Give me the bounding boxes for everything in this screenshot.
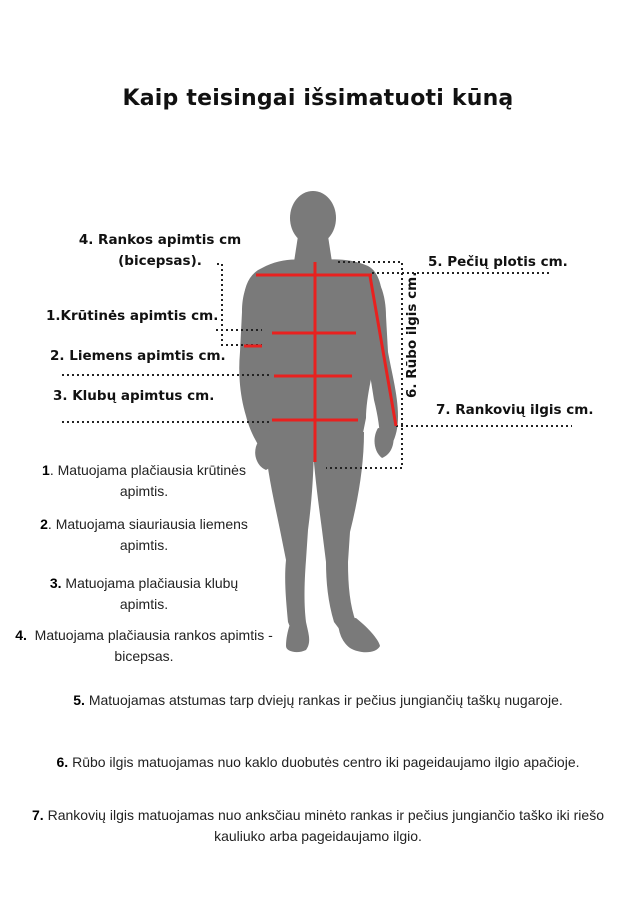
note-text: Matuojama plačiausia rankos apimtis - bi… bbox=[34, 627, 273, 664]
page-title: Kaip teisingai išsimatuoti kūną bbox=[122, 86, 514, 111]
note-number: 7. bbox=[32, 807, 44, 823]
note-number: 5. bbox=[73, 692, 85, 708]
note-7: 7. Rankovių ilgis matuojamas nuo anksčia… bbox=[20, 805, 616, 847]
length-leader-line bbox=[326, 261, 403, 469]
note-number: 1 bbox=[42, 462, 50, 478]
label-hips: 3. Klubų apimtus cm. bbox=[53, 388, 215, 404]
label-arm-line2: (bicepsas). bbox=[118, 253, 202, 269]
note-text: Matuojama plačiausia klubų apimtis. bbox=[65, 575, 239, 612]
measurement-lines bbox=[244, 262, 398, 462]
label-sleeve-length: 7. Rankovių ilgis cm. bbox=[436, 402, 594, 418]
note-1: 1. Matuojama plačiausia krūtinės apimtis… bbox=[42, 462, 246, 499]
note-number: 4. bbox=[15, 627, 27, 643]
note-text: Rūbo ilgis matuojamas nuo kaklo duobutės… bbox=[72, 754, 580, 770]
note-text: Rankovių ilgis matuojamas nuo anksčiau m… bbox=[47, 807, 604, 844]
note-number: 3. bbox=[49, 575, 62, 591]
note-5: 5. Matuojamas atstumas tarp dviejų ranka… bbox=[20, 690, 616, 711]
body-silhouette bbox=[239, 191, 398, 653]
note-2: 2. Matuojama siauriausia liemens apimtis… bbox=[40, 516, 248, 553]
note-4: 4. Matuojama plačiausia rankos apimtis -… bbox=[14, 625, 274, 667]
sleeve-line bbox=[368, 275, 398, 427]
label-arm-circumference: 4. Rankos apimtis cm (bicepsas). bbox=[60, 230, 260, 272]
note-text: Matuojama plačiausia krūtinės apimtis. bbox=[57, 462, 246, 499]
dotted-leader-lines bbox=[62, 261, 572, 469]
label-chest: 1.Krūtinės apimtis cm. bbox=[46, 308, 219, 324]
note-6: 6. Rūbo ilgis matuojamas nuo kaklo duobu… bbox=[20, 752, 616, 773]
note-text: Matuojama siauriausia liemens apimtis. bbox=[55, 516, 248, 553]
label-garment-length: 6. Rūbo ilgis cm. bbox=[404, 271, 420, 398]
label-waist: 2. Liemens apimtis cm. bbox=[50, 348, 226, 364]
label-arm-line1: 4. Rankos apimtis cm bbox=[78, 232, 242, 248]
label-shoulder-width: 5. Pečių plotis cm. bbox=[428, 254, 568, 270]
note-text: Matuojamas atstumas tarp dviejų rankas i… bbox=[88, 692, 563, 708]
note-3: 3. Matuojama plačiausia klubų apimtis. bbox=[24, 573, 264, 615]
note-number: 6. bbox=[56, 754, 69, 770]
arm-leader-line bbox=[217, 263, 262, 346]
note-number: 2 bbox=[40, 516, 48, 532]
